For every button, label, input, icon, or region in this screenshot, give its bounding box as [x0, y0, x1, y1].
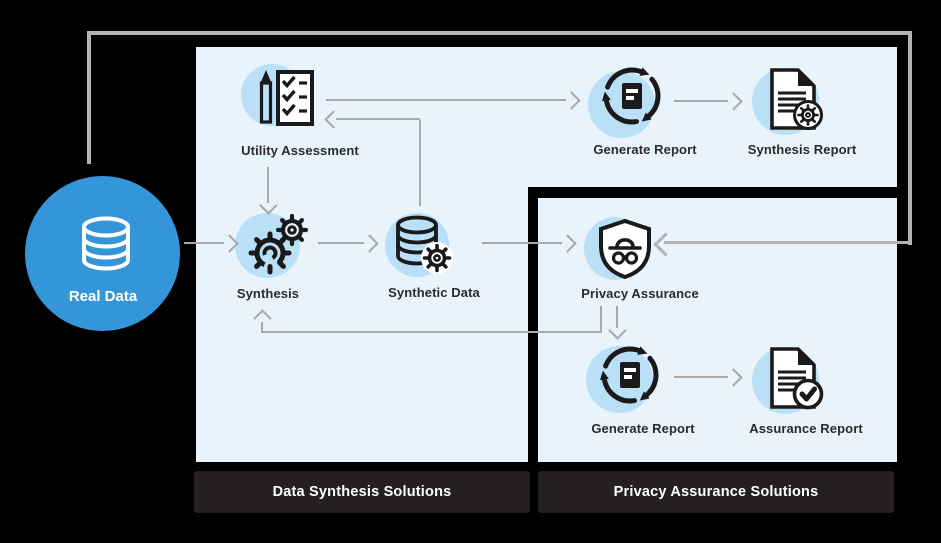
- data-synthesis-solutions-bar: Data Synthesis Solutions: [194, 471, 530, 513]
- utility-label: Utility Assessment: [241, 143, 359, 158]
- arrow-privacy-to-synthesis-up: [261, 322, 263, 333]
- arrow-syntheticdata-to-privacy: [482, 242, 562, 244]
- synthetic-data-label: Synthetic Data: [388, 285, 480, 300]
- generate-report-assurance-bubble: [586, 346, 653, 413]
- document-check-icon: [770, 347, 824, 410]
- real-data-label: Real Data: [68, 288, 138, 305]
- privacy-assurance-label: Privacy Assurance: [581, 286, 699, 301]
- database-icon: [82, 216, 130, 271]
- arrow-privacy-to-synthesis-horizontal: [262, 331, 601, 333]
- arrow-privacy-to-synthesis-down: [600, 306, 602, 333]
- document-gear-icon: [770, 68, 823, 130]
- gears-icon: [248, 214, 309, 275]
- arrow-synthesis-to-syntheticdata: [318, 242, 364, 244]
- checklist-pencil-icon: [259, 70, 314, 126]
- arrow-generatereport-to-synthesisreport: [674, 100, 728, 102]
- incognito-shield-icon: [599, 218, 651, 280]
- arrow-utility-to-generatereport: [326, 99, 566, 101]
- real-data-node: [25, 176, 180, 331]
- generate-report-synthesis-bubble: [588, 71, 655, 138]
- generate-report-synthesis-label: Generate Report: [593, 142, 697, 157]
- loop-connector-top: [87, 31, 912, 35]
- generate-report-assurance-label: Generate Report: [591, 421, 695, 436]
- loop-connector-into-privacy: [664, 241, 908, 244]
- database-gear-icon: [396, 215, 453, 274]
- privacy-assurance-solutions-bar: Privacy Assurance Solutions: [538, 471, 894, 513]
- arrow-generatereport-to-assurancereport: [674, 376, 728, 378]
- arrow-realdata-to-synthesis: [184, 242, 224, 244]
- loop-connector-right: [908, 31, 912, 245]
- synthesis-report-label: Synthesis Report: [747, 142, 857, 157]
- cycle-document-icon: [599, 346, 659, 404]
- arrow-utility-to-synthesis: [267, 167, 269, 203]
- assurance-report-label: Assurance Report: [749, 421, 863, 436]
- loop-connector-left: [87, 31, 91, 164]
- arrow-syntheticdata-to-utility-horizontal: [336, 118, 420, 120]
- arrow-privacy-to-generatereport: [616, 306, 618, 328]
- cycle-document-icon: [601, 67, 661, 125]
- synthesis-label: Synthesis: [236, 286, 300, 301]
- arrow-syntheticdata-to-utility-vertical: [419, 120, 421, 206]
